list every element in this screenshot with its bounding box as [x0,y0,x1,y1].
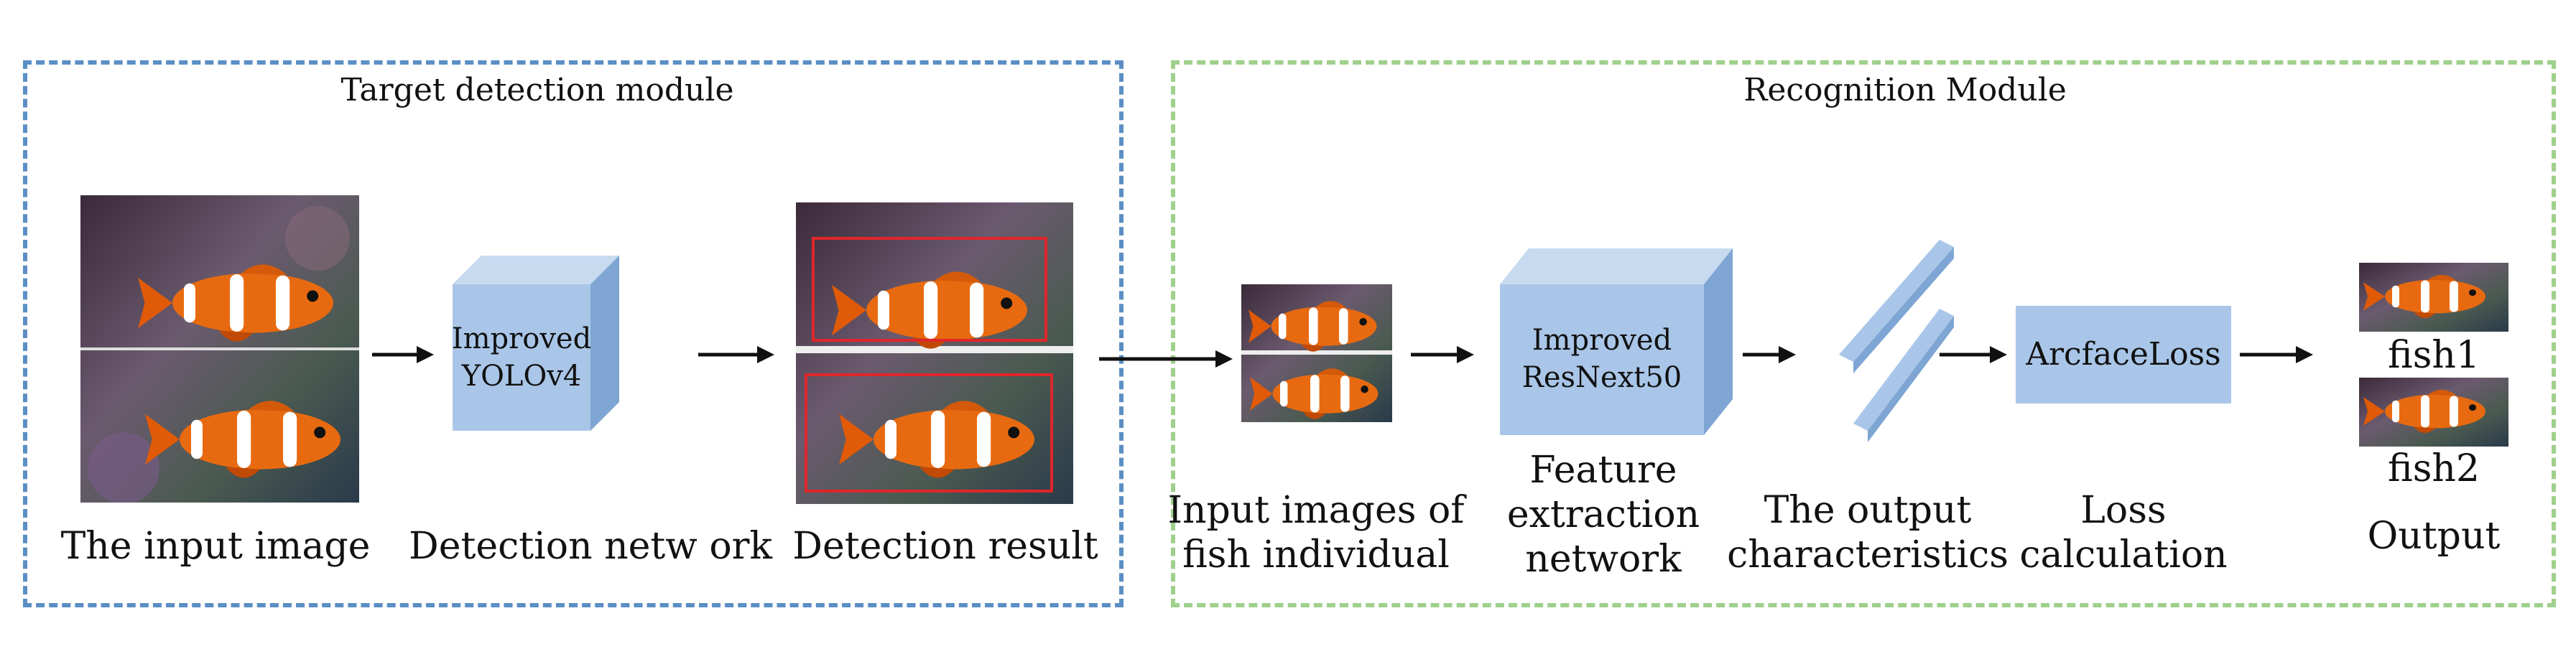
resnext-line2: ResNext50 [1521,361,1682,394]
label-feature-extraction: Feature extraction network [1507,448,1700,582]
bbox-fish-top [812,237,1047,342]
output-fish2-label: fish2 [2388,447,2480,490]
yolo-block-label: Improved YOLOv4 [452,320,591,395]
label-output: Output [2367,515,2501,558]
label-detection-network: Detection netw ork [409,525,772,568]
label-loss-calculation: Loss calculation [2019,488,2227,577]
resnext-block-label: Improved ResNext50 [1522,322,1682,396]
arcface-label: ArcfaceLoss [2026,336,2221,373]
bbox-fish-bottom [805,373,1053,492]
input-images-line2: fish individual [1182,533,1450,576]
individual-fish-images [1241,284,1392,422]
output-char-line2: characteristics [1727,533,2009,576]
arcface-loss-block [2016,306,2231,403]
recognition-module [1171,60,2556,607]
yolo-line1: Improved [451,322,592,355]
input-images-line1: Input images of [1167,489,1465,532]
loss-line2: calculation [2019,533,2228,576]
feature-line3: network [1525,538,1682,581]
feature-line2: extraction [1506,493,1700,536]
output-fish1-label: fish1 [2388,334,2480,377]
detection-module-title: Target detection module [340,72,734,108]
label-input-images-fish: Input images of fish individual [1167,488,1464,577]
yolo-line2: YOLOv4 [461,360,582,393]
output-fish2-image [2359,378,2508,447]
input-image [80,195,359,503]
resnext-line1: Improved [1532,324,1672,357]
label-detection-result: Detection result [792,525,1098,568]
feature-line1: Feature [1529,449,1677,492]
recognition-module-title: Recognition Module [1743,72,2067,108]
detection-result-image [796,202,1073,504]
output-char-line1: The output [1764,489,1972,532]
loss-line1: Loss [2080,489,2167,532]
target-detection-module [23,60,1123,607]
label-output-characteristics: The output characteristics [1727,488,2009,577]
output-fish1-image [2359,263,2508,332]
label-input-image: The input image [60,525,371,568]
